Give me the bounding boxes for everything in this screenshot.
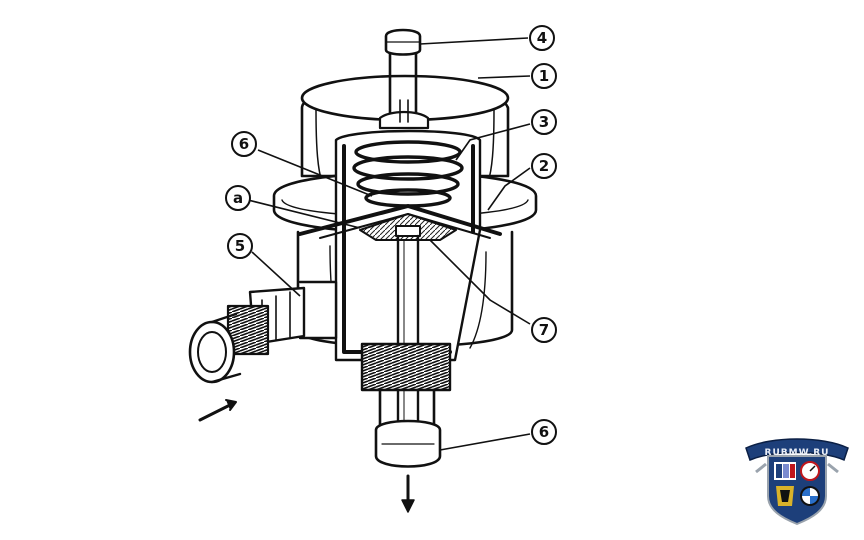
callout-circle: [531, 317, 557, 343]
callout-label: 4: [537, 29, 547, 47]
spring: [352, 140, 464, 208]
regulator-drawing: [188, 28, 538, 513]
callout-c7: 7: [531, 317, 557, 343]
callout-c6b: 6: [531, 419, 557, 445]
callout-circle: [531, 63, 557, 89]
callout-label: 6: [239, 135, 249, 153]
callout-circle: [231, 131, 257, 157]
cutaway-section: [298, 129, 502, 454]
callout-circle: [531, 109, 557, 135]
callout-circle: [531, 419, 557, 445]
callout-label: 7: [539, 321, 549, 339]
callout-circle: [531, 153, 557, 179]
callout-c3: 3: [531, 109, 557, 135]
callout-ca: a: [225, 185, 251, 211]
callout-label: 2: [539, 157, 549, 175]
fuel-inlet-fitting: [188, 280, 338, 384]
callout-c1: 1: [531, 63, 557, 89]
callout-label: 6: [539, 423, 549, 441]
badge-banner: [745, 438, 849, 462]
callout-c6a: 6: [231, 131, 257, 157]
watermark-badge: RUBMW.RU: [745, 438, 849, 526]
callout-circle: [529, 25, 555, 51]
callout-markers: 4 1 3 2 6 a 5 7 6: [225, 25, 557, 445]
threaded-outlet: [360, 342, 452, 468]
callout-circle: [227, 233, 253, 259]
callout-c5: 5: [227, 233, 253, 259]
callout-label: 3: [539, 113, 549, 131]
diaphragm: [298, 204, 502, 236]
callout-circle: [225, 185, 251, 211]
callout-label: 5: [235, 237, 245, 255]
callout-label: a: [233, 189, 243, 207]
valve-seat: [395, 225, 421, 237]
callout-c2: 2: [531, 153, 557, 179]
watermark-text: RUBMW.RU: [765, 448, 830, 458]
inlet-flow-arrow: [198, 402, 234, 422]
vacuum-port: [378, 28, 430, 130]
callout-leaders: [247, 37, 531, 451]
callout-c4: 4: [529, 25, 555, 51]
flow-arrows: [198, 399, 415, 513]
callout-label: 1: [539, 67, 549, 85]
